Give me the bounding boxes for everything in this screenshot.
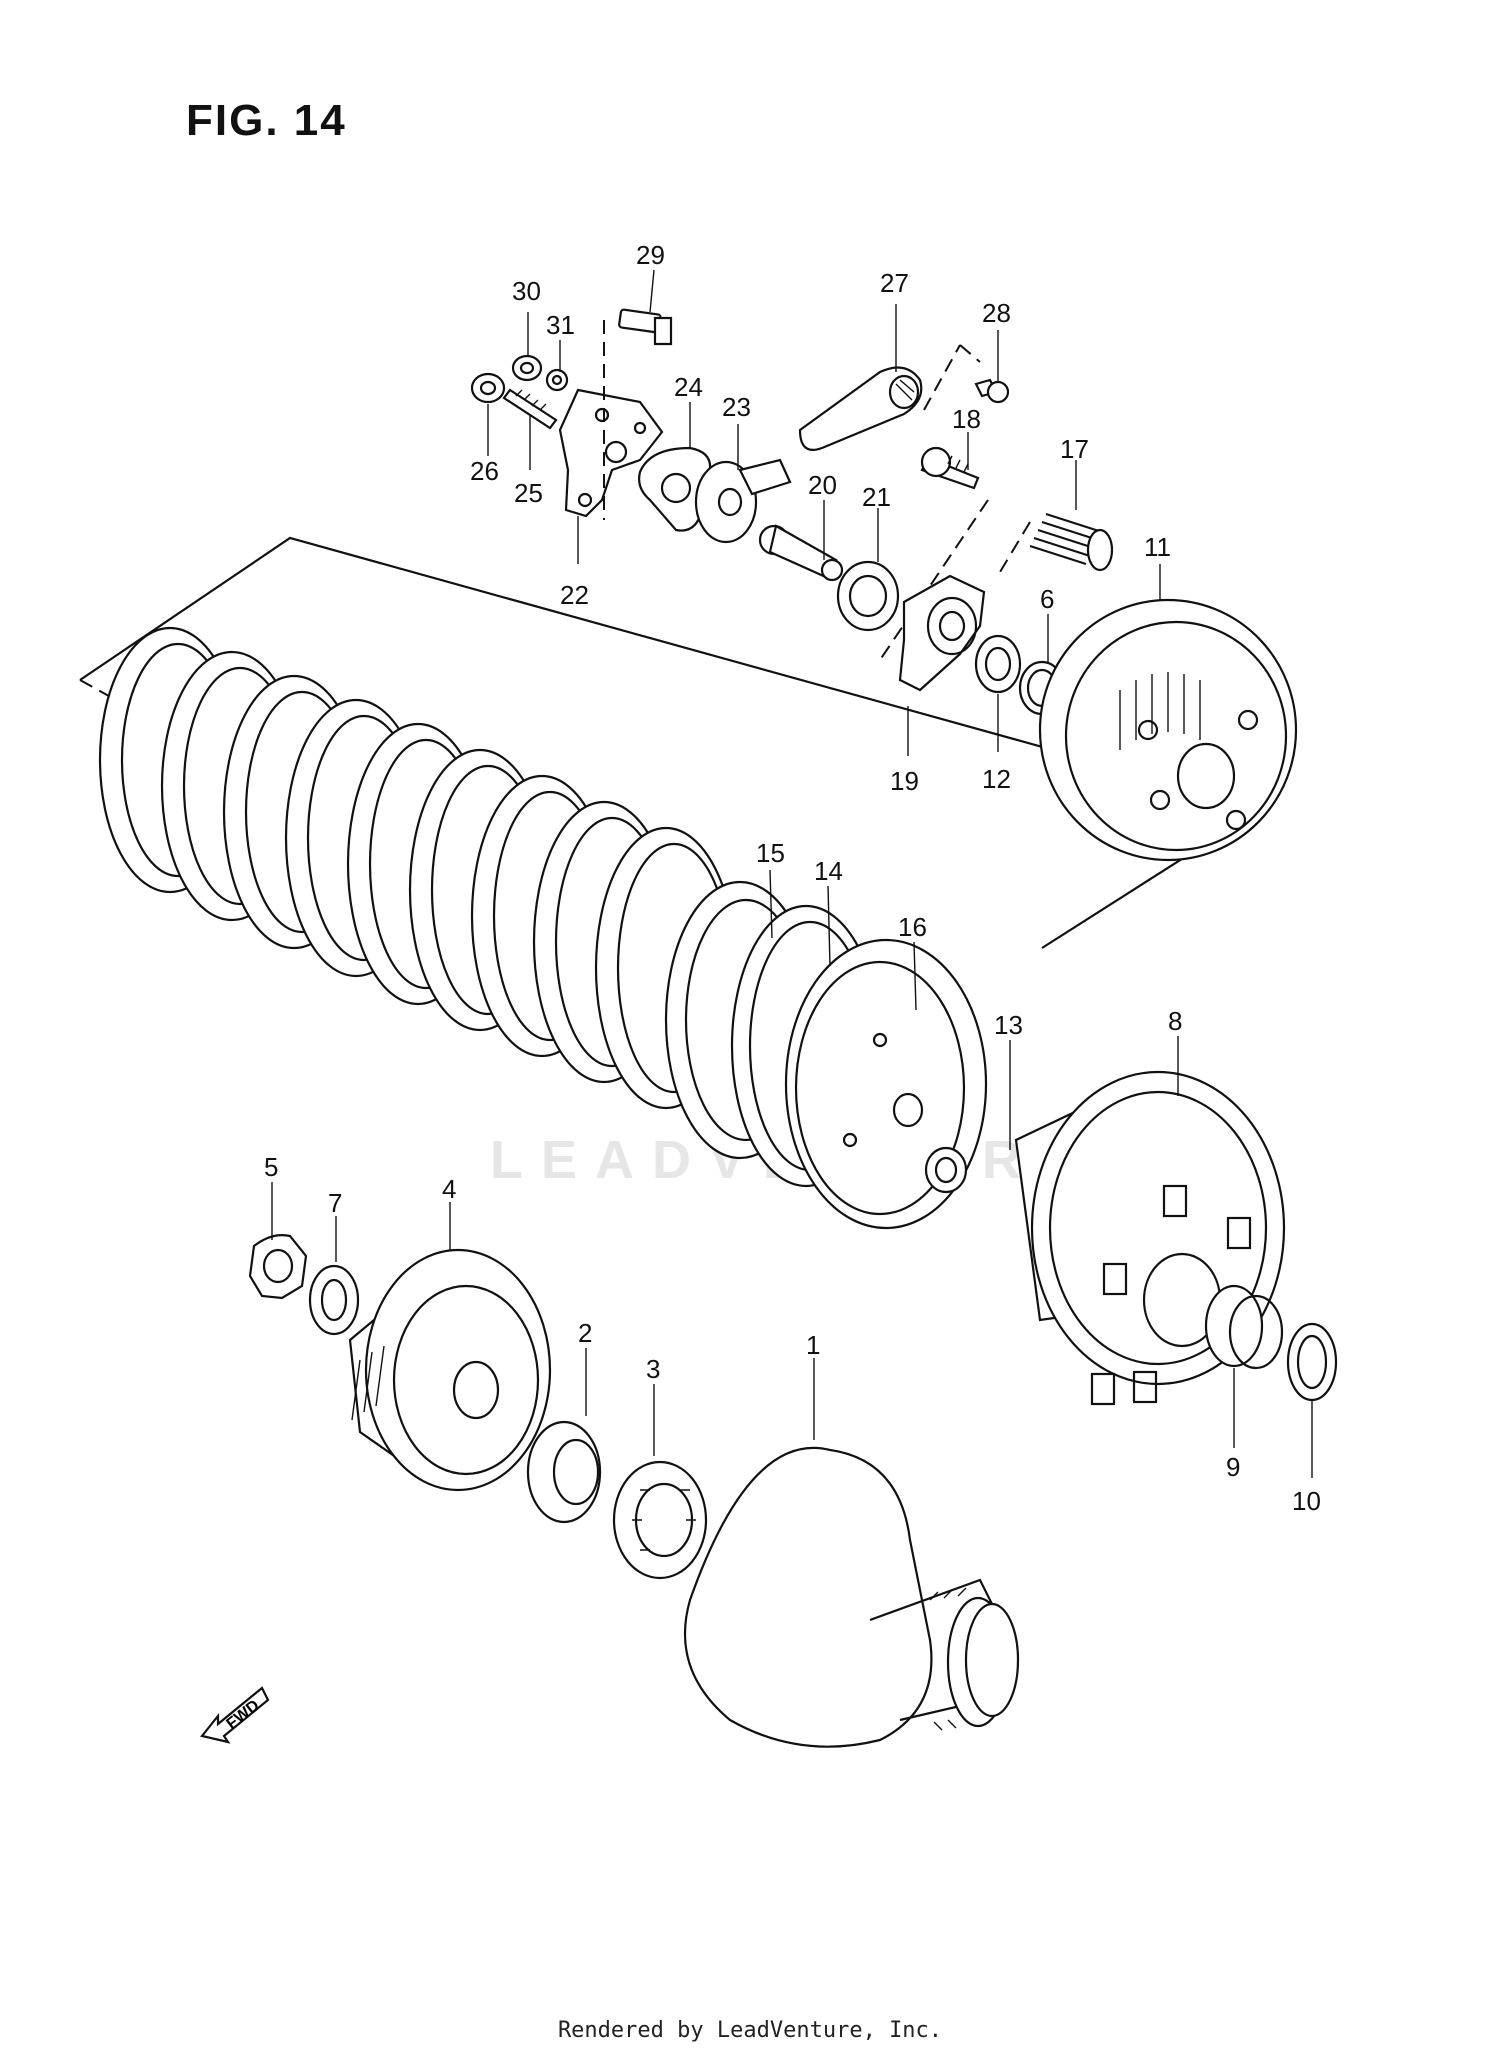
callout-19: 19 — [890, 766, 919, 796]
callout-16: 16 — [898, 912, 927, 942]
bushing-part-12 — [974, 634, 1022, 694]
callout-20: 20 — [808, 470, 837, 500]
bolt-part-29 — [618, 308, 673, 346]
clutch-plate-stack — [98, 626, 738, 1110]
cam-part-23 — [694, 458, 792, 544]
callout-7: 7 — [328, 1188, 342, 1218]
callout-5: 5 — [264, 1152, 278, 1182]
callout-29: 29 — [636, 240, 665, 270]
lifter-plate-part-19 — [898, 574, 986, 692]
callout-12: 12 — [982, 764, 1011, 794]
callout-3: 3 — [646, 1354, 660, 1384]
callout-4: 4 — [442, 1174, 456, 1204]
callout-18: 18 — [952, 404, 981, 434]
callout-31: 31 — [546, 310, 575, 340]
bearing-part-21 — [836, 560, 900, 632]
callout-24: 24 — [674, 372, 703, 402]
figure-title: FIG. 14 — [186, 96, 347, 145]
nut-part-30 — [511, 354, 543, 382]
centrifugal-clutch-part-4 — [348, 1248, 552, 1492]
callout-28: 28 — [982, 298, 1011, 328]
callout-8: 8 — [1168, 1006, 1182, 1036]
fwd-arrow-icon: FWD — [200, 1686, 270, 1744]
callout-26: 26 — [470, 456, 499, 486]
clutch-sleeve-hub-part-11 — [1038, 598, 1298, 862]
callout-25: 25 — [514, 478, 543, 508]
washer-part-10 — [1286, 1322, 1338, 1402]
callout-1: 1 — [806, 1330, 820, 1360]
release-bracket-part-22 — [558, 320, 664, 520]
callout-22: 22 — [560, 580, 589, 610]
callout-6: 6 — [1040, 584, 1054, 614]
callout-13: 13 — [994, 1010, 1023, 1040]
callout-15: 15 — [756, 838, 785, 868]
nut-part-5 — [248, 1234, 308, 1300]
bolt-part-28 — [974, 378, 1010, 404]
pin-part-20 — [758, 524, 844, 582]
footer-credit: Rendered by LeadVenture, Inc. — [557, 2018, 943, 2043]
callout-2: 2 — [578, 1318, 592, 1348]
washer-part-31 — [545, 368, 569, 392]
callout-labels: 29 30 31 26 25 22 24 23 27 28 18 17 20 2… — [264, 240, 1321, 1516]
washer-part-7 — [308, 1264, 360, 1336]
callout-10: 10 — [1292, 1486, 1321, 1516]
callout-11: 11 — [1144, 532, 1171, 562]
callout-23: 23 — [722, 392, 751, 422]
callout-14: 14 — [814, 856, 843, 886]
lever-part-27 — [798, 344, 981, 451]
washer-part-13 — [924, 1146, 968, 1194]
callout-9: 9 — [1226, 1452, 1240, 1482]
callout-21: 21 — [862, 482, 891, 512]
bearing-part-3 — [612, 1460, 708, 1580]
nut-part-26 — [470, 372, 506, 404]
clutch-drum-gear-part-1 — [683, 1446, 1020, 1748]
one-way-clutch-part-2 — [526, 1420, 602, 1524]
bolt-part-18 — [879, 446, 989, 661]
callout-30: 30 — [512, 276, 541, 306]
callout-17: 17 — [1060, 434, 1089, 464]
stud-part-25 — [502, 388, 558, 430]
spring-part-17 — [999, 512, 1114, 573]
spacer-part-9 — [1204, 1284, 1284, 1370]
callout-27: 27 — [880, 268, 909, 298]
